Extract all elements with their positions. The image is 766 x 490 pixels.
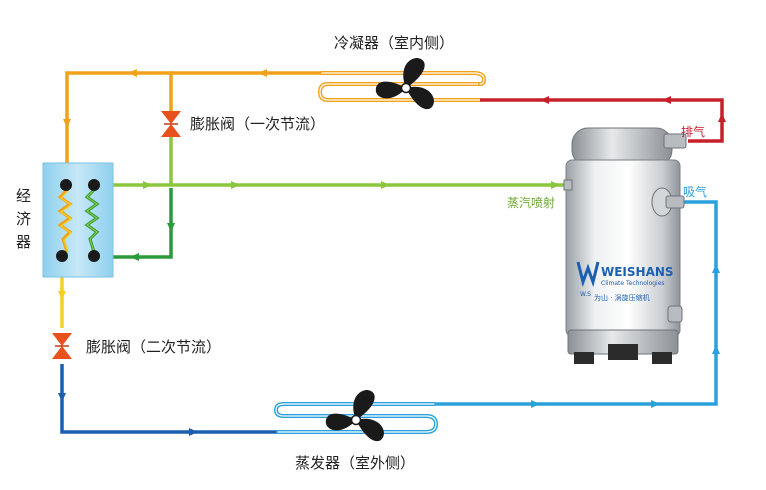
dark-green-arrows — [130, 223, 175, 261]
compressor-tagline: Climate Technologies — [601, 280, 665, 287]
valve-1-label: 膨胀阀（一次节流） — [190, 115, 325, 133]
economizer-label-char-1: 经 — [16, 187, 31, 205]
orange-liquid-line — [65, 71, 324, 185]
valve-2-label: 膨胀阀（二次节流） — [86, 338, 221, 356]
blue-dark-line — [60, 364, 278, 434]
expansion-valve-2-icon — [52, 333, 72, 359]
evaporator-label: 蒸发器（室外侧） — [295, 454, 415, 472]
blue-flow-arrows — [531, 264, 720, 408]
economizer — [42, 162, 114, 278]
injection-label: 蒸汽喷射 — [507, 195, 555, 210]
red-flow-arrows — [540, 96, 726, 122]
condenser-coil — [317, 71, 487, 102]
condenser-fan-icon — [375, 58, 434, 110]
green-flow-arrows — [143, 181, 560, 189]
blue-suction-line — [434, 200, 718, 406]
logo-mark: W.S — [580, 291, 591, 298]
compressor-brand: WEISHANS — [601, 265, 674, 279]
expansion-valve-1-icon — [161, 111, 181, 137]
dark-green-loop — [96, 188, 173, 259]
economizer-label-char-3: 器 — [16, 233, 31, 251]
compressor-model: 为山 · 涡旋压缩机 — [594, 293, 650, 302]
green-injection-line — [96, 136, 568, 187]
blue-dark-arrows — [58, 393, 198, 436]
yellow-arrow — [58, 291, 66, 300]
weishans-logo: W.S — [576, 261, 600, 298]
condenser-label: 冷凝器（室内侧） — [334, 34, 454, 52]
evaporator-fan-icon — [325, 390, 384, 442]
economizer-label-char-2: 济 — [16, 210, 31, 228]
discharge-label: 排气 — [681, 124, 705, 139]
suction-label: 吸气 — [683, 184, 707, 199]
scroll-compressor: W.S — [563, 127, 687, 364]
orange-flow-arrows — [63, 69, 267, 128]
